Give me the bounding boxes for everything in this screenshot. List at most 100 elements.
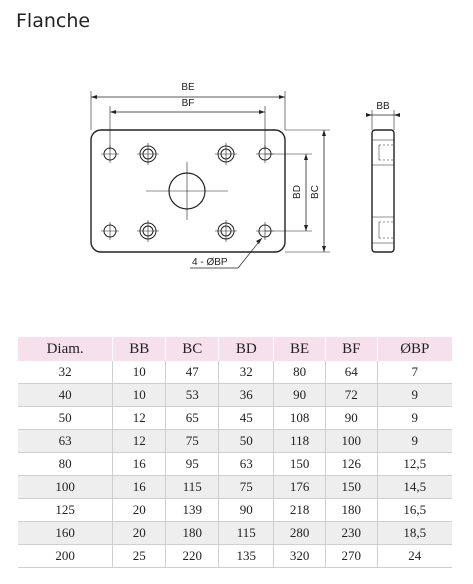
header-bd: BD (218, 337, 275, 361)
cell-bd: 135 (218, 544, 275, 568)
cell-be: 108 (273, 406, 326, 430)
cell-bc: 180 (165, 521, 220, 545)
hole-callout-leader (190, 237, 263, 269)
cell-be: 90 (273, 383, 326, 407)
bd-label: BD (292, 185, 303, 199)
cell-bb: 12 (112, 406, 167, 430)
cell-bd: 50 (218, 429, 275, 453)
cell-bb: 20 (112, 521, 167, 545)
bb-label: BB (376, 101, 390, 112)
cell-bd: 90 (218, 498, 275, 522)
cell-diam: 160 (18, 521, 114, 545)
cell-diam: 50 (18, 406, 114, 430)
cell-bc: 95 (165, 452, 220, 476)
page-title: Flanche (16, 10, 91, 32)
cell-bc: 115 (165, 475, 220, 499)
cell-be: 118 (273, 429, 326, 453)
counterbore-hole-top-left (137, 143, 159, 165)
cell-bd: 32 (218, 361, 275, 384)
cell-be: 218 (273, 498, 326, 522)
cell-bf: 126 (325, 452, 378, 476)
cell-bb: 12 (112, 429, 167, 453)
cell-bp: 7 (377, 361, 452, 384)
be-label: BE (181, 82, 195, 93)
cell-diam: 200 (18, 544, 114, 568)
cell-bf: 180 (325, 498, 378, 522)
cell-be: 80 (273, 361, 326, 384)
cell-bp: 16,5 (377, 498, 452, 522)
cell-diam: 40 (18, 383, 114, 407)
cell-diam: 63 (18, 429, 114, 453)
header-bp: ØBP (377, 337, 452, 361)
cell-bb: 25 (112, 544, 167, 568)
cell-diam: 32 (18, 361, 114, 384)
cell-bb: 10 (112, 383, 167, 407)
cell-bb: 16 (112, 452, 167, 476)
cell-bb: 16 (112, 475, 167, 499)
cell-bb: 20 (112, 498, 167, 522)
header-bc: BC (165, 337, 220, 361)
cell-bf: 72 (325, 383, 378, 407)
cell-bp: 18,5 (377, 521, 452, 545)
cell-bd: 36 (218, 383, 275, 407)
cell-bd: 63 (218, 452, 275, 476)
cell-bp: 9 (377, 406, 452, 430)
flange-technical-drawing: BE BF BB BD BC 4 - ØBP (90, 82, 400, 269)
cell-bc: 220 (165, 544, 220, 568)
cell-bp: 9 (377, 383, 452, 407)
cell-diam: 125 (18, 498, 114, 522)
counterbore-hole-bottom-left (137, 220, 159, 242)
cell-diam: 100 (18, 475, 114, 499)
cell-bp: 12,5 (377, 452, 452, 476)
counterbore-hole-top-right (215, 143, 237, 165)
cell-bc: 47 (165, 361, 220, 384)
mounting-hole-bottom-right (256, 222, 274, 240)
cell-be: 280 (273, 521, 326, 545)
cell-bc: 53 (165, 383, 220, 407)
bc-label: BC (310, 185, 321, 199)
cell-bp: 14,5 (377, 475, 452, 499)
cell-bp: 9 (377, 429, 452, 453)
cell-bb: 10 (112, 361, 167, 384)
cell-bf: 64 (325, 361, 378, 384)
cell-bd: 115 (218, 521, 275, 545)
cell-be: 176 (273, 475, 326, 499)
cell-bp: 24 (377, 544, 452, 568)
cell-be: 320 (273, 544, 326, 568)
header-be: BE (273, 337, 326, 361)
cell-bf: 150 (325, 475, 378, 499)
cell-bf: 270 (325, 544, 378, 568)
header-diam: Diam. (18, 337, 114, 361)
header-bb: BB (112, 337, 167, 361)
cell-be: 150 (273, 452, 326, 476)
cell-bf: 100 (325, 429, 378, 453)
cell-bd: 45 (218, 406, 275, 430)
mounting-hole-top-right (256, 145, 274, 163)
bf-label: BF (182, 98, 195, 109)
cell-bf: 230 (325, 521, 378, 545)
cell-bd: 75 (218, 475, 275, 499)
counterbore-hole-bottom-right (215, 220, 237, 242)
cell-bc: 139 (165, 498, 220, 522)
table-header-row: Diam. BB BC BD BE BF ØBP (18, 337, 452, 361)
flange-side-view (371, 129, 395, 253)
flange-plate-outline (90, 129, 286, 253)
header-bf: BF (325, 337, 378, 361)
mounting-hole-top-left (101, 145, 119, 163)
mounting-hole-bottom-left (101, 222, 119, 240)
cell-bc: 75 (165, 429, 220, 453)
cell-diam: 80 (18, 452, 114, 476)
hole-callout-label: 4 - ØBP (192, 257, 228, 268)
cell-bf: 90 (325, 406, 378, 430)
